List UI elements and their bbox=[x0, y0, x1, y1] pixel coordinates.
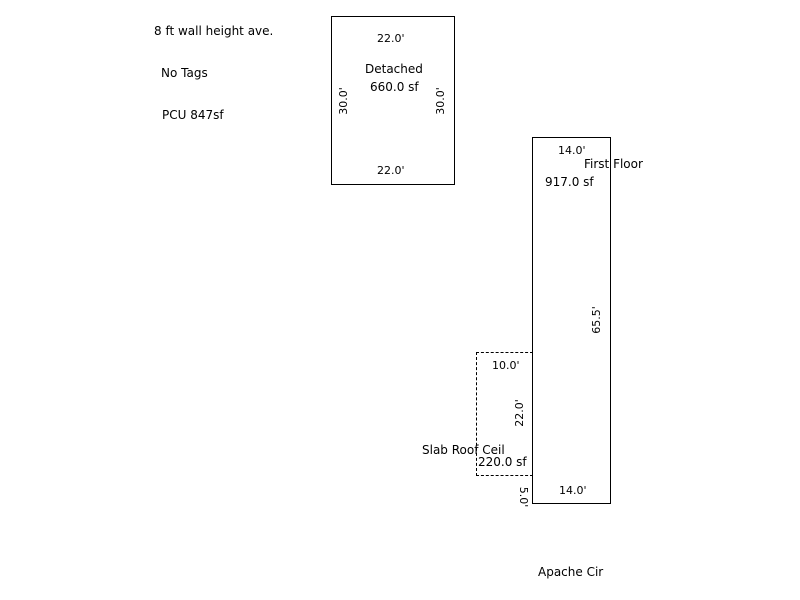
first-floor-name: First Floor bbox=[584, 157, 643, 171]
slab-area: 220.0 sf bbox=[478, 455, 527, 469]
detached-name: Detached bbox=[365, 62, 423, 76]
pcu-note: PCU 847sf bbox=[162, 108, 224, 122]
detached-left-dimension: 30.0' bbox=[337, 87, 350, 115]
street-label: Apache Cir bbox=[538, 565, 604, 579]
detached-right-dimension: 30.0' bbox=[434, 87, 447, 115]
first-floor-area: 917.0 sf bbox=[545, 175, 594, 189]
slab-outline bbox=[476, 352, 533, 476]
detached-top-dimension: 22.0' bbox=[377, 32, 405, 45]
slab-top-dimension: 10.0' bbox=[492, 359, 520, 372]
first-floor-top-dimension: 14.0' bbox=[558, 144, 586, 157]
first-floor-offset-dimension: 5.0' bbox=[517, 486, 530, 508]
wall-height-note: 8 ft wall height ave. bbox=[154, 24, 274, 38]
detached-area: 660.0 sf bbox=[370, 80, 419, 94]
first-floor-outline bbox=[532, 137, 611, 504]
slab-name: Slab Roof Ceil bbox=[422, 443, 505, 457]
slab-right-dimension: 22.0' bbox=[513, 399, 526, 427]
first-floor-bottom-dimension: 14.0' bbox=[559, 484, 587, 497]
first-floor-right-dimension: 65.5' bbox=[590, 306, 603, 334]
detached-outline bbox=[331, 16, 455, 185]
detached-bottom-dimension: 22.0' bbox=[377, 164, 405, 177]
tags-note: No Tags bbox=[161, 66, 208, 80]
